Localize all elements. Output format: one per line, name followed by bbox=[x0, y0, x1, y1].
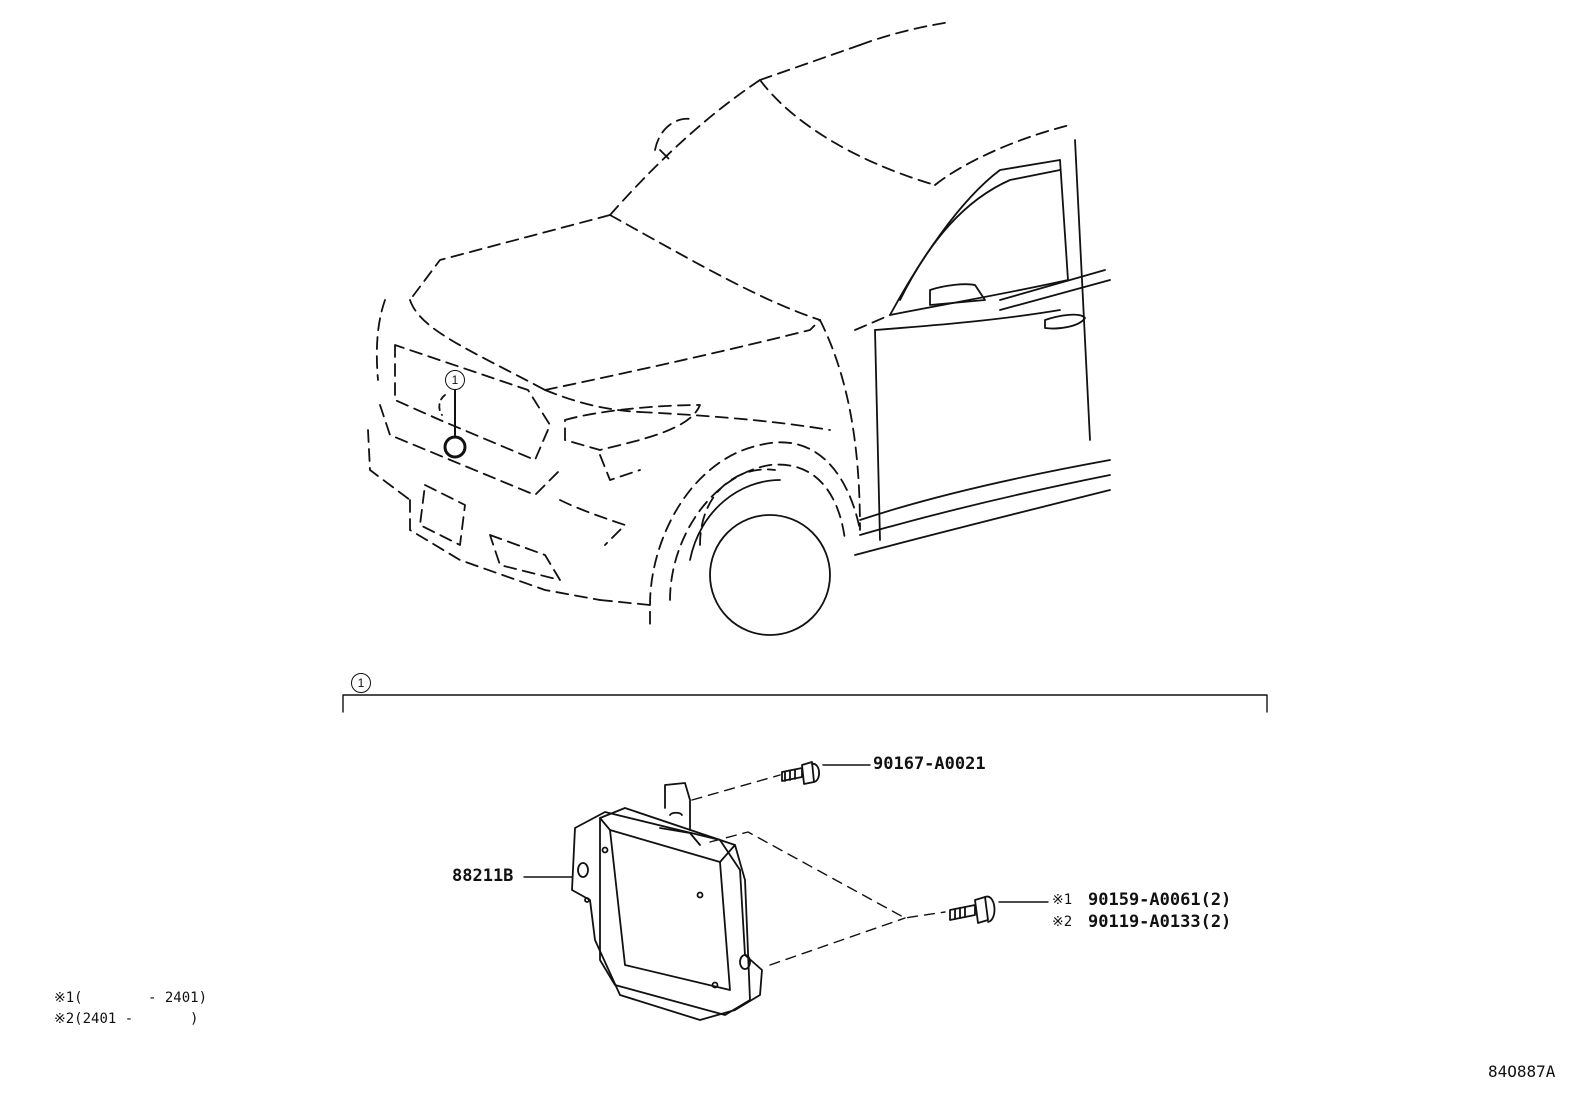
mark-2: ※2 bbox=[1052, 914, 1073, 930]
part-label-radar-sensor: 88211B bbox=[452, 866, 514, 886]
sensor-location-marker bbox=[438, 384, 467, 459]
section-bracket bbox=[342, 694, 1268, 713]
note-line-1-mark: ※1( bbox=[54, 990, 83, 1006]
callout-index-section: 1 bbox=[351, 673, 371, 693]
note-line-2-mark: ※2(2401 - bbox=[54, 1011, 134, 1027]
vehicle-door-lines bbox=[689, 139, 1111, 636]
assembly-lines bbox=[691, 774, 946, 966]
part-label-bolt-large-2: 90119-A0133(2) bbox=[1088, 912, 1232, 932]
vehicle-outline bbox=[367, 21, 1071, 631]
bolt-90167 bbox=[781, 761, 871, 785]
radar-sensor-unit bbox=[523, 782, 763, 1021]
bolt-90159 bbox=[949, 895, 1049, 924]
callout-index-top: 1 bbox=[445, 370, 465, 390]
note-line-1-range: - 2401) bbox=[148, 990, 208, 1006]
mark-1: ※1 bbox=[1052, 892, 1073, 908]
part-label-bolt-small: 90167-A0021 bbox=[873, 754, 986, 774]
part-label-bolt-large-1: 90159-A0061(2) bbox=[1088, 890, 1232, 910]
note-line-2-range: ) bbox=[190, 1011, 199, 1027]
figure-code: 84O887A bbox=[1488, 1062, 1556, 1081]
